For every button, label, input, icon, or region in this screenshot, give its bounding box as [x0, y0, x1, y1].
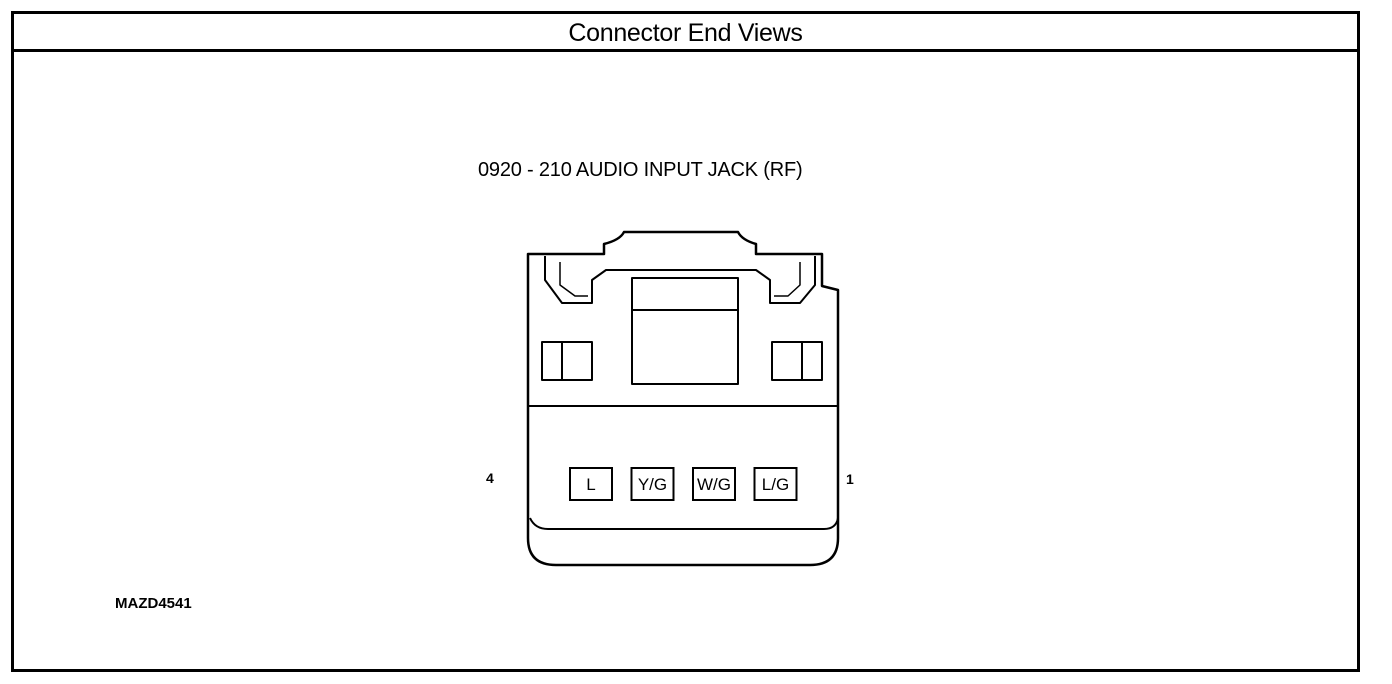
terminal-group: L Y/G W/G L/G: [569, 467, 798, 501]
terminal-wire-color: L: [586, 475, 595, 494]
figure-code: MAZD4541: [115, 595, 192, 612]
terminal-wire-color: L/G: [762, 475, 789, 494]
latch-channel: [544, 256, 816, 304]
page-title: Connector End Views: [568, 19, 803, 47]
left-pocket: [541, 341, 593, 381]
terminal-cavity: [630, 467, 675, 501]
connector-title: 0920 - 210 AUDIO INPUT JACK (RF): [478, 159, 803, 181]
terminal-wire-color: W/G: [697, 475, 731, 494]
lower-lip: [529, 517, 839, 530]
connector-body: [526, 230, 840, 567]
latch-block: [631, 277, 739, 385]
terminal-cavity: [569, 467, 613, 501]
terminal-wire-color: Y/G: [638, 475, 667, 494]
diagram-frame: Connector End Views: [11, 11, 1360, 672]
terminal-cavity: [753, 467, 798, 501]
pin-number-right: 1: [846, 471, 854, 487]
terminal-cavity: [692, 467, 736, 501]
header-bar: Connector End Views: [14, 14, 1357, 52]
right-pocket: [771, 341, 823, 381]
pin-number-left: 4: [486, 470, 494, 486]
